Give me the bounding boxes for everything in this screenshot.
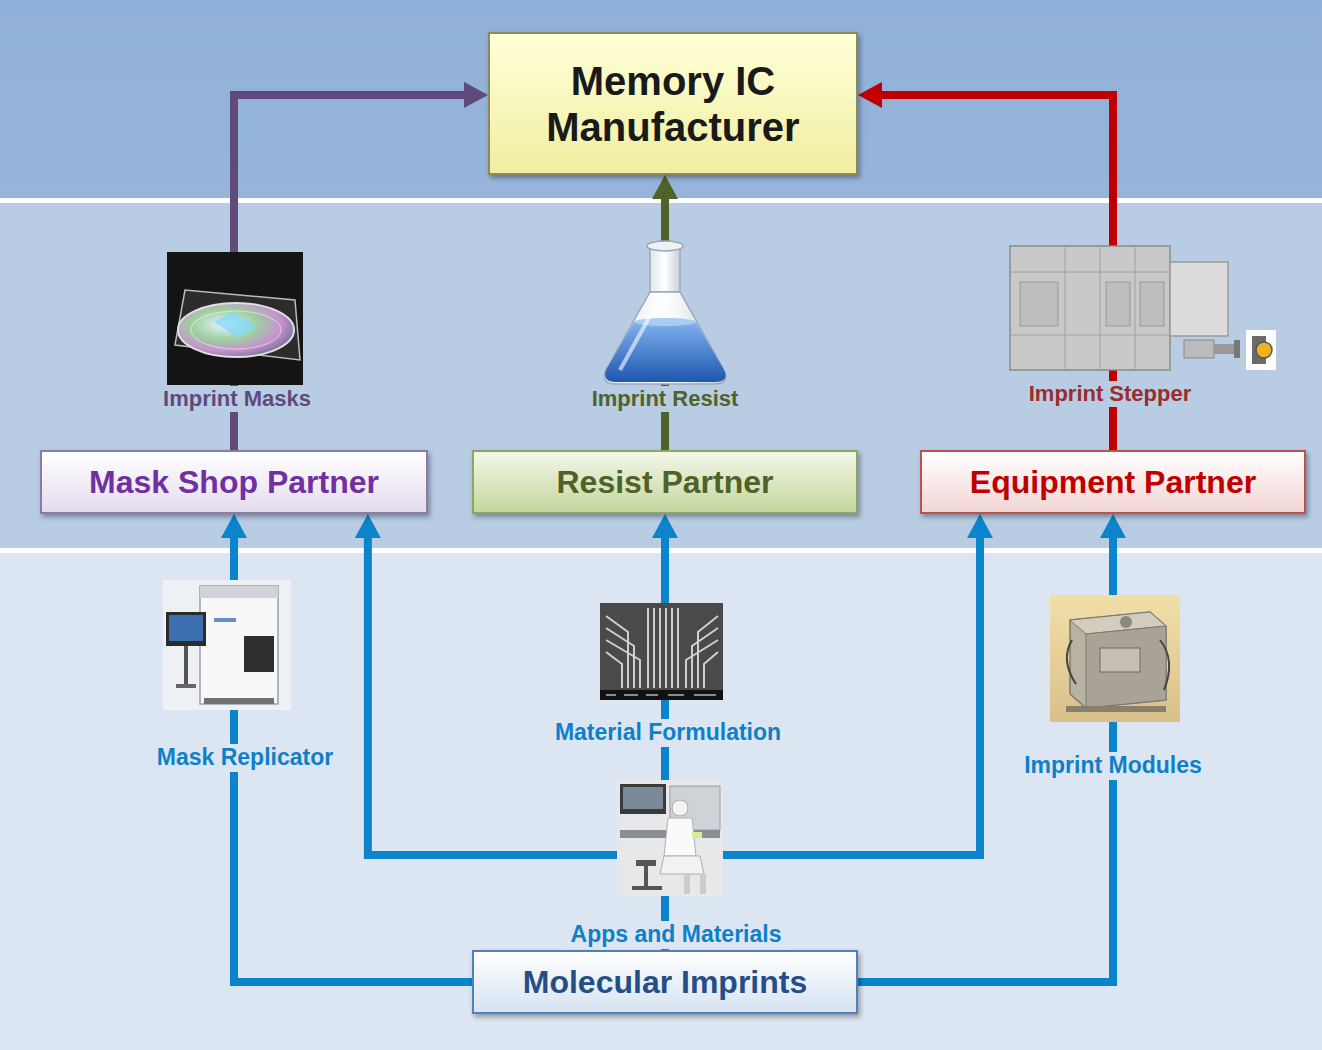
box-text: Equipment Partner: [970, 464, 1256, 501]
product-label: Imprint Modules: [1020, 752, 1206, 780]
mask-replicator-photo: [163, 580, 291, 710]
imprint-stepper-drawing: [1010, 246, 1276, 370]
product-label: Apps and Materials: [567, 921, 786, 949]
box-text: Memory IC Manufacturer: [502, 58, 844, 150]
top-band: [0, 0, 1322, 198]
product-label: Imprint Stepper: [1025, 381, 1196, 407]
resist-flask-icon: [604, 241, 725, 384]
imprint-mask-photo: [167, 252, 303, 385]
partner-box: Equipment Partner: [920, 450, 1306, 514]
company-box: Molecular Imprints: [472, 950, 858, 1014]
box-text: Resist Partner: [557, 464, 774, 501]
sem-micrograph: [600, 603, 723, 700]
product-label: Material Formulation: [551, 719, 785, 747]
box-text: Molecular Imprints: [523, 964, 808, 1001]
imprint-module-photo: [1050, 595, 1180, 722]
lab-photo: [617, 780, 723, 896]
manufacturer-box: Memory IC Manufacturer: [488, 32, 858, 175]
middle-band: [0, 203, 1322, 548]
product-label: Imprint Masks: [159, 386, 315, 412]
product-label: Mask Replicator: [153, 744, 337, 772]
box-text: Mask Shop Partner: [89, 464, 379, 501]
product-label: Imprint Resist: [588, 386, 743, 412]
partner-box: Mask Shop Partner: [40, 450, 428, 514]
partner-box: Resist Partner: [472, 450, 858, 514]
bottom-band: [0, 553, 1322, 1050]
